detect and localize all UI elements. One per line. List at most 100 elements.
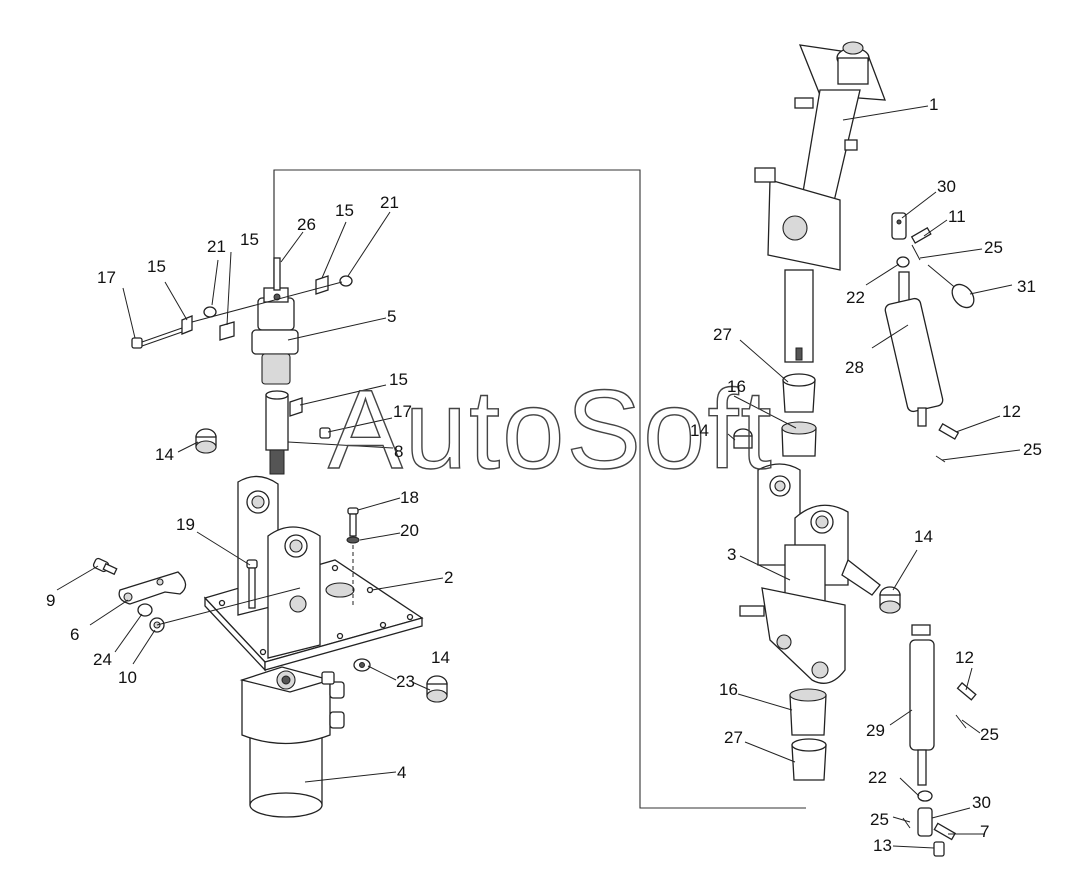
- part-22-nut-upper: [896, 256, 910, 268]
- part-9-pin: [92, 557, 118, 576]
- label-part-17-b: 17: [393, 402, 412, 421]
- label-part-15-a: 15: [147, 257, 166, 276]
- label-part-24: 24: [93, 650, 112, 669]
- label-part-30-upper: 30: [937, 177, 956, 196]
- label-part-22-upper: 22: [846, 288, 865, 307]
- label-part-25-b: 25: [1023, 440, 1042, 459]
- label-part-15-b: 15: [240, 230, 259, 249]
- label-part-15-d: 15: [389, 370, 408, 389]
- part-17-bolt-right: [319, 427, 331, 439]
- label-part-14-b: 14: [431, 648, 450, 667]
- label-part-25-a: 25: [984, 238, 1003, 257]
- label-part-31: 31: [1017, 277, 1036, 296]
- part-16-bush-upper: [781, 421, 817, 457]
- part-17-bolt-left: [131, 327, 183, 349]
- label-part-22-lower: 22: [868, 768, 887, 787]
- part-21-nut-b: [339, 275, 353, 287]
- label-part-29: 29: [866, 721, 885, 740]
- assembly-frame: [273, 169, 806, 809]
- part-6-lever: [118, 571, 187, 605]
- label-part-5: 5: [387, 307, 396, 326]
- label-part-21-a: 21: [207, 237, 226, 256]
- label-part-30-lower: 30: [972, 793, 991, 812]
- part-22-nut-lower: [917, 790, 933, 802]
- label-part-21-b: 21: [380, 193, 399, 212]
- part-11-pin: [910, 227, 932, 244]
- part-5-universal-joint: [251, 287, 299, 385]
- part-28-gas-strut: [884, 271, 944, 427]
- label-part-28: 28: [845, 358, 864, 377]
- label-part-13: 13: [873, 836, 892, 855]
- label-part-16-upper: 16: [727, 377, 746, 396]
- part-25-cotter-pin-b: [935, 455, 946, 463]
- label-part-9: 9: [46, 591, 55, 610]
- label-part-12-upper: 12: [1002, 402, 1021, 421]
- part-23-nut: [353, 658, 371, 672]
- clip-axis-line: [156, 587, 301, 626]
- label-part-14-d: 14: [914, 527, 933, 546]
- label-part-12-lower: 12: [955, 648, 974, 667]
- label-part-3: 3: [727, 545, 736, 564]
- part-12-pin-lower: [956, 682, 977, 701]
- part-29-gas-strut: [909, 624, 935, 786]
- bolt-axis-line: [191, 281, 343, 323]
- part-14-fitting-upper-left: [195, 428, 217, 454]
- label-part-14-a: 14: [155, 445, 174, 464]
- part-25-cotter-pin-d: [902, 817, 911, 829]
- part-25-cotter-pin-a: [911, 244, 921, 261]
- label-part-18: 18: [400, 488, 419, 507]
- part-21-nut-a: [203, 306, 217, 318]
- part-31-knob: [927, 264, 975, 309]
- part-3-column-bracket: [739, 463, 881, 684]
- part-19-bolt: [246, 559, 258, 609]
- column-yoke-assembly: [754, 167, 841, 271]
- leader-lines: [56, 105, 1021, 849]
- part-14-fitting-upper-right: [733, 428, 753, 449]
- label-part-27-upper: 27: [713, 325, 732, 344]
- label-part-10: 10: [118, 668, 137, 687]
- column-lower-shaft: [784, 269, 814, 363]
- part-26-pin: [273, 257, 281, 291]
- label-part-14-c: 14: [690, 421, 709, 440]
- part-30-clevis-lower: [917, 807, 933, 837]
- label-part-25-d: 25: [870, 810, 889, 829]
- part-15-washer-a: [181, 315, 193, 335]
- part-24-nut: [137, 603, 153, 617]
- part-7-pin: [933, 822, 957, 841]
- part-16-bush-lower: [789, 688, 827, 736]
- part-number-labels: 1 2 3 4 5 6 7 8 9 10 11 12 12 13 14 14 1…: [46, 95, 1042, 855]
- label-part-6: 6: [70, 625, 79, 644]
- part-15-washer-c: [315, 275, 329, 295]
- part-18-screw: [347, 507, 359, 537]
- label-part-17-a: 17: [97, 268, 116, 287]
- part-8-shaft: [265, 390, 289, 475]
- part-15-washer-b: [219, 321, 235, 341]
- part-25-cotter-pin-c: [955, 714, 967, 729]
- label-part-8: 8: [394, 442, 403, 461]
- label-part-25-c: 25: [980, 725, 999, 744]
- plate-brackets: [237, 475, 321, 659]
- label-part-7: 7: [980, 822, 989, 841]
- part-12-pin-upper: [938, 423, 960, 440]
- part-15-washer-d: [289, 397, 303, 417]
- part-1-steering-column: [794, 41, 886, 211]
- label-part-19: 19: [176, 515, 195, 534]
- part-27-sleeve-lower: [791, 738, 827, 781]
- label-part-26: 26: [297, 215, 316, 234]
- label-part-4: 4: [397, 763, 406, 782]
- part-14-fitting-lower-left: [426, 675, 448, 703]
- label-part-27-lower: 27: [724, 728, 743, 747]
- label-part-20: 20: [400, 521, 419, 540]
- part-4-steering-unit: [239, 666, 345, 818]
- label-part-1: 1: [929, 95, 938, 114]
- part-20-washer: [346, 536, 360, 606]
- label-part-23: 23: [396, 672, 415, 691]
- watermark-text: AutoSoft: [328, 367, 774, 492]
- part-14-fitting-lower-right: [879, 586, 901, 614]
- label-part-16-lower: 16: [719, 680, 738, 699]
- part-30-clevis-upper: [891, 212, 907, 240]
- part-27-sleeve-upper: [782, 373, 816, 413]
- part-13-bolt: [933, 841, 945, 857]
- label-part-15-c: 15: [335, 201, 354, 220]
